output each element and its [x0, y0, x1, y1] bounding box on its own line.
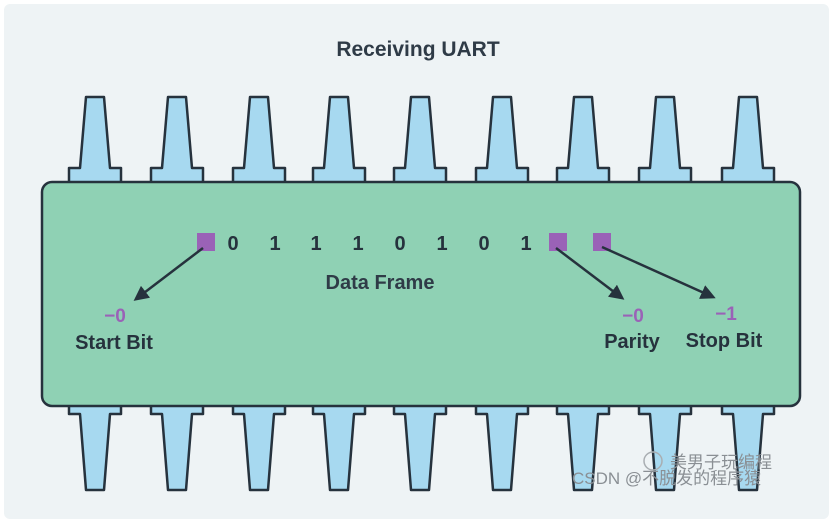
- data-bit-4: 0: [394, 233, 405, 255]
- ic-pin-bottom-2: [149, 392, 205, 492]
- stop-bit-label: Stop Bit: [686, 330, 763, 352]
- start-bit-value: −0: [104, 306, 126, 327]
- stop-bit-arrow: [601, 245, 716, 299]
- start-bit-marker: [197, 233, 215, 251]
- ic-pin-top-7: [555, 95, 611, 195]
- start-bit-arrow: [133, 247, 204, 301]
- data-bit-2: 1: [310, 233, 321, 255]
- ic-pin-top-4: [311, 95, 367, 195]
- watermark-line-2: CSDN @不脱发的程序猿: [572, 469, 761, 488]
- ic-pin-bottom-4: [311, 392, 367, 492]
- ic-pin-top-2: [149, 95, 205, 195]
- parity-arrow: [555, 247, 625, 300]
- data-frame-label: Data Frame: [326, 272, 435, 294]
- stop-bit-value: −1: [715, 304, 737, 325]
- ic-pin-bottom-3: [231, 392, 287, 492]
- data-bit-3: 1: [352, 233, 363, 255]
- chip-body: [40, 180, 802, 408]
- ic-pin-top-6: [474, 95, 530, 195]
- parity-value: −0: [622, 306, 644, 327]
- ic-pin-top-8: [637, 95, 693, 195]
- data-bit-6: 0: [478, 233, 489, 255]
- data-bit-5: 1: [436, 233, 447, 255]
- data-bit-1: 1: [269, 233, 280, 255]
- ic-pin-top-5: [392, 95, 448, 195]
- watermark-line-1: 美男子玩编程: [670, 453, 772, 472]
- diagram-title: Receiving UART: [336, 38, 500, 61]
- wechat-icon: [643, 451, 663, 471]
- bottom-pins: [67, 392, 776, 492]
- top-pins: [67, 95, 776, 195]
- start-bit-label: Start Bit: [75, 332, 153, 354]
- data-bit-7: 1: [520, 233, 531, 255]
- ic-pin-bottom-5: [392, 392, 448, 492]
- stop-bit-marker: [593, 233, 611, 251]
- data-bit-0: 0: [227, 233, 238, 255]
- parity-bit-marker: [549, 233, 567, 251]
- parity-label: Parity: [604, 331, 660, 353]
- ic-pin-top-9: [720, 95, 776, 195]
- ic-pin-bottom-6: [474, 392, 530, 492]
- ic-pin-top-3: [231, 95, 287, 195]
- ic-pin-bottom-1: [67, 392, 123, 492]
- ic-pin-top-1: [67, 95, 123, 195]
